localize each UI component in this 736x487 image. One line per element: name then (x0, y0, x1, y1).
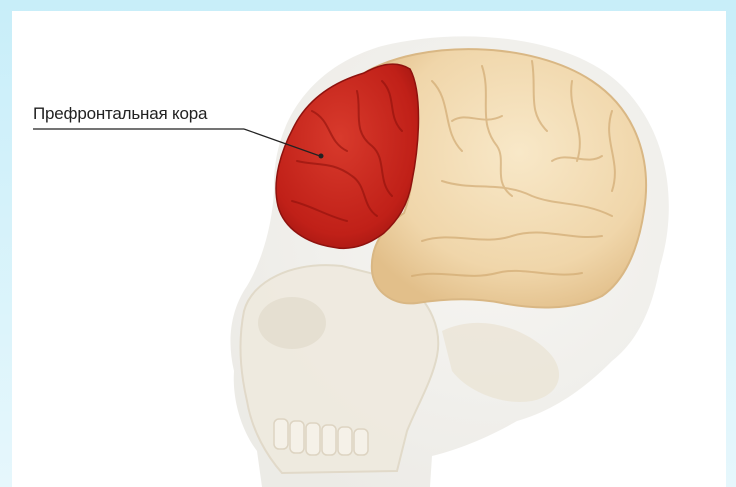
illustration-panel: Префронтальная кора (12, 11, 726, 487)
head-illustration (12, 11, 726, 487)
prefrontal-cortex-label: Префронтальная кора (33, 104, 207, 124)
eye-socket (258, 297, 326, 349)
